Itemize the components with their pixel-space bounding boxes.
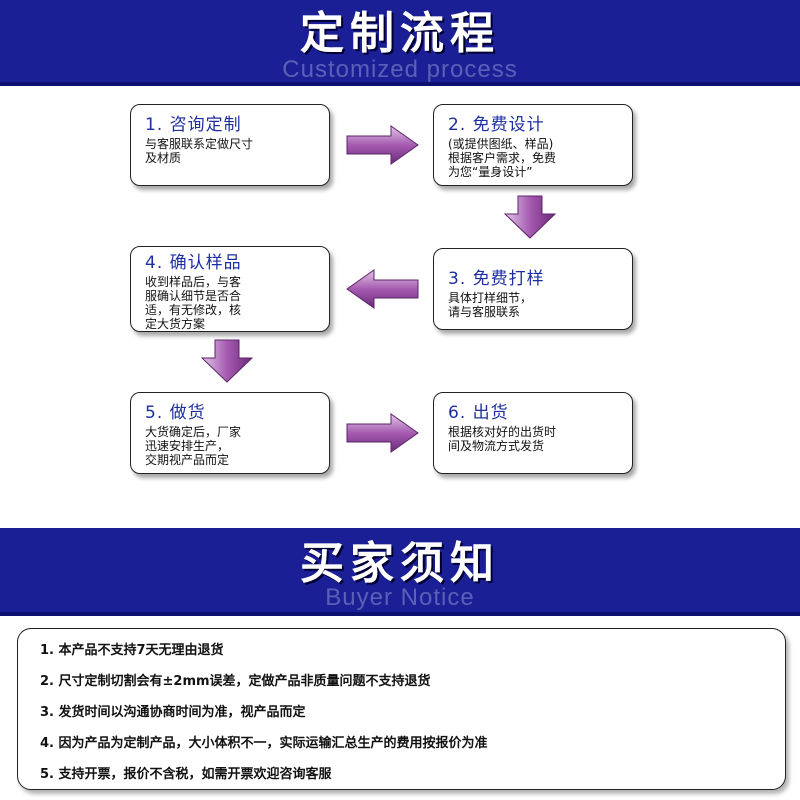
step-title: 3. 免费打样 xyxy=(448,269,545,289)
step-title: 2. 免费设计 xyxy=(448,115,545,135)
notice-item: 4. 因为产品为定制产品，大小体积不一，实际运输汇总生产的费用按报价为准 xyxy=(40,736,488,751)
step-description: 收到样品后，与客 服确认细节是否合 适，有无修改，核 定大货方案 xyxy=(145,275,242,331)
step-2-box: 2. 免费设计 (或提供图纸、样品) 根据客户需求，免费 为您“量身设计” xyxy=(433,104,633,186)
arrow-right-icon xyxy=(346,413,419,453)
arrow-left-icon xyxy=(346,269,419,309)
step-5-box: 5. 做货 大货确定后，厂家 迅速安排生产， 交期视产品而定 xyxy=(130,392,330,474)
step-3-box: 3. 免费打样 具体打样细节， 请与客服联系 xyxy=(433,248,633,330)
arrow-right-icon xyxy=(346,125,419,165)
step-description: 与客服联系定做尺寸 及材质 xyxy=(145,137,254,165)
step-description: 具体打样细节， 请与客服联系 xyxy=(448,291,533,319)
step-title: 6. 出货 xyxy=(448,403,509,423)
header-banner-notice: 买家须知 Buyer Notice xyxy=(0,528,800,616)
notice-item: 5. 支持开票，报价不含税，如需开票欢迎咨询客服 xyxy=(40,767,332,782)
notice-subtitle: Buyer Notice xyxy=(325,584,475,611)
arrow-down-icon xyxy=(200,339,254,383)
process-title: 定制流程 xyxy=(300,8,500,59)
header-banner-process: 定制流程 Customized process xyxy=(0,0,800,86)
notice-item: 3. 发货时间以沟通协商时间为准，视产品而定 xyxy=(40,705,306,720)
process-subtitle: Customized process xyxy=(282,56,518,83)
step-4-box: 4. 确认样品 收到样品后，与客 服确认细节是否合 适，有无修改，核 定大货方案 xyxy=(130,246,330,332)
step-description: 根据核对好的出货时 间及物流方式发货 xyxy=(448,425,557,453)
notice-title: 买家须知 xyxy=(300,538,500,589)
step-description: (或提供图纸、样品) 根据客户需求，免费 为您“量身设计” xyxy=(448,137,557,179)
notice-item: 2. 尺寸定制切割会有±2mm误差，定做产品非质量问题不支持退货 xyxy=(40,674,431,689)
notice-list: 1. 本产品不支持7天无理由退货 2. 尺寸定制切割会有±2mm误差，定做产品非… xyxy=(17,628,786,790)
step-title: 1. 咨询定制 xyxy=(145,115,242,135)
step-title: 4. 确认样品 xyxy=(145,253,242,273)
step-title: 5. 做货 xyxy=(145,403,206,423)
step-6-box: 6. 出货 根据核对好的出货时 间及物流方式发货 xyxy=(433,392,633,474)
step-description: 大货确定后，厂家 迅速安排生产， 交期视产品而定 xyxy=(145,425,242,467)
arrow-down-icon xyxy=(503,195,557,239)
notice-item: 1. 本产品不支持7天无理由退货 xyxy=(40,643,224,658)
step-1-box: 1. 咨询定制 与客服联系定做尺寸 及材质 xyxy=(130,104,330,186)
